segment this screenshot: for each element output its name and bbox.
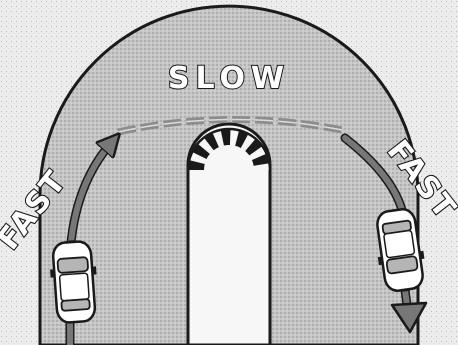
- slow-label: SLOW: [168, 61, 290, 96]
- car-left: [48, 239, 100, 323]
